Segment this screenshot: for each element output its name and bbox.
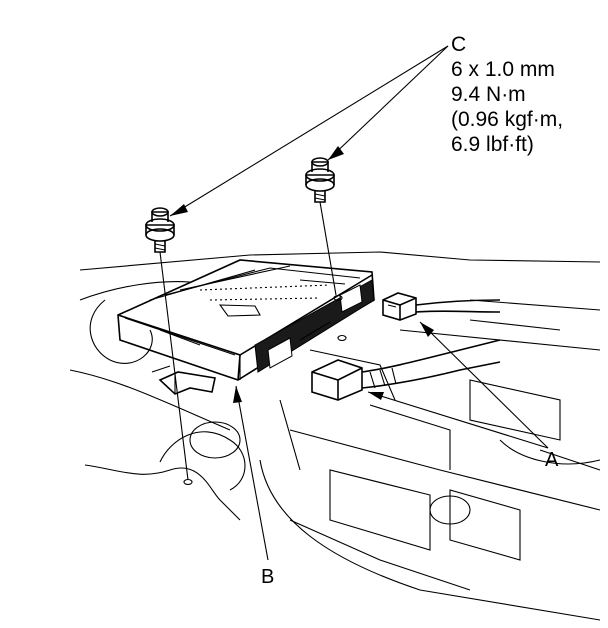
spec-torque-nm: 9.4 N·m [451,83,526,106]
leader-lines [169,45,549,561]
spec-size: 6 x 1.0 mm [451,58,555,81]
bolt-left [145,207,175,253]
label-b: B [261,566,274,588]
connector-small [382,292,501,321]
spec-torque-lbf: 6.9 lbf·ft) [451,133,534,156]
bolt-left-axis [159,251,189,481]
spec-torque-kgf: (0.96 kgf·m, [451,108,563,131]
bolt-right-hole [333,294,343,302]
connector-large [311,339,501,401]
bolt-left-hole [183,478,193,486]
bolt-right-axis [319,201,337,296]
unit-hole-lower [337,334,347,342]
bolt-right [305,157,335,203]
floor-panel [69,251,601,621]
label-c: C [451,33,466,56]
label-a: A [545,449,559,471]
control-unit [117,259,375,395]
